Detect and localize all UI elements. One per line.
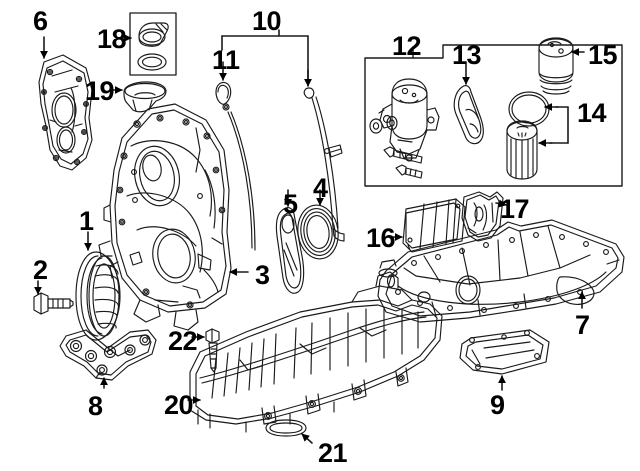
part-2-crankshaft-pulley-bolt	[33, 292, 74, 315]
callout-label-10[interactable]: 10	[252, 6, 282, 36]
callout-label-16[interactable]: 16	[366, 223, 396, 253]
part-16-heat-shield-large	[402, 198, 466, 253]
part-10-dipstick-tube	[303, 87, 345, 242]
callout-label-3[interactable]: 3	[255, 260, 270, 290]
callout-label-18[interactable]: 18	[97, 24, 127, 54]
callout-label-7[interactable]: 7	[575, 310, 590, 340]
part-3-timing-chain-cover-main	[98, 103, 232, 331]
part-11-dipstick-handle	[215, 81, 256, 251]
group-12-oil-filter-assembly-box	[364, 44, 623, 187]
callout-label-2[interactable]: 2	[33, 255, 48, 285]
callout-label-13[interactable]: 13	[452, 40, 482, 70]
part-17-heat-shield-small	[461, 191, 504, 242]
part-8-engine-mount-bracket	[59, 329, 157, 381]
callout-label-21[interactable]: 21	[318, 438, 348, 468]
callout-label-14[interactable]: 14	[577, 98, 607, 128]
part-14-oil-filter-element	[506, 120, 538, 180]
part-9-oil-pan-baffle	[459, 329, 550, 375]
callout-label-9[interactable]: 9	[490, 390, 505, 420]
part-1-crankshaft-pulley	[75, 251, 121, 341]
callout-label-22[interactable]: 22	[168, 326, 198, 356]
part-22-intake-manifold-bolt	[205, 328, 220, 373]
part-21-intake-manifold-gasket	[265, 419, 307, 437]
part-12-oil-filter-housing	[369, 78, 440, 179]
part-20-intake-manifold	[189, 259, 443, 433]
callout-label-11[interactable]: 11	[212, 45, 240, 75]
part-19-oil-filler-neck	[123, 81, 167, 113]
part-4-front-crankshaft-seal	[297, 204, 339, 260]
callout-label-12[interactable]: 12	[392, 31, 422, 61]
part-13-oil-filter-housing-gasket	[453, 85, 484, 145]
callout-label-6[interactable]: 6	[33, 6, 48, 36]
callout-label-1[interactable]: 1	[79, 206, 94, 236]
callout-label-8[interactable]: 8	[88, 391, 103, 421]
part-7-oil-pan	[377, 219, 625, 323]
callout-label-4[interactable]: 4	[313, 173, 328, 203]
callout-label-15[interactable]: 15	[588, 40, 618, 70]
part-5-dipstick-tube-seal	[275, 207, 305, 294]
callout-label-5[interactable]: 5	[283, 189, 298, 219]
callout-label-20[interactable]: 20	[164, 390, 194, 420]
callout-label-17[interactable]: 17	[500, 194, 530, 224]
leader-17	[495, 199, 507, 208]
part-18-oil-filler-cap-and-seal	[129, 12, 177, 76]
part-6-timing-chain-cover-left	[38, 54, 93, 171]
callout-label-19[interactable]: 19	[85, 76, 115, 106]
leader-21	[301, 433, 313, 444]
